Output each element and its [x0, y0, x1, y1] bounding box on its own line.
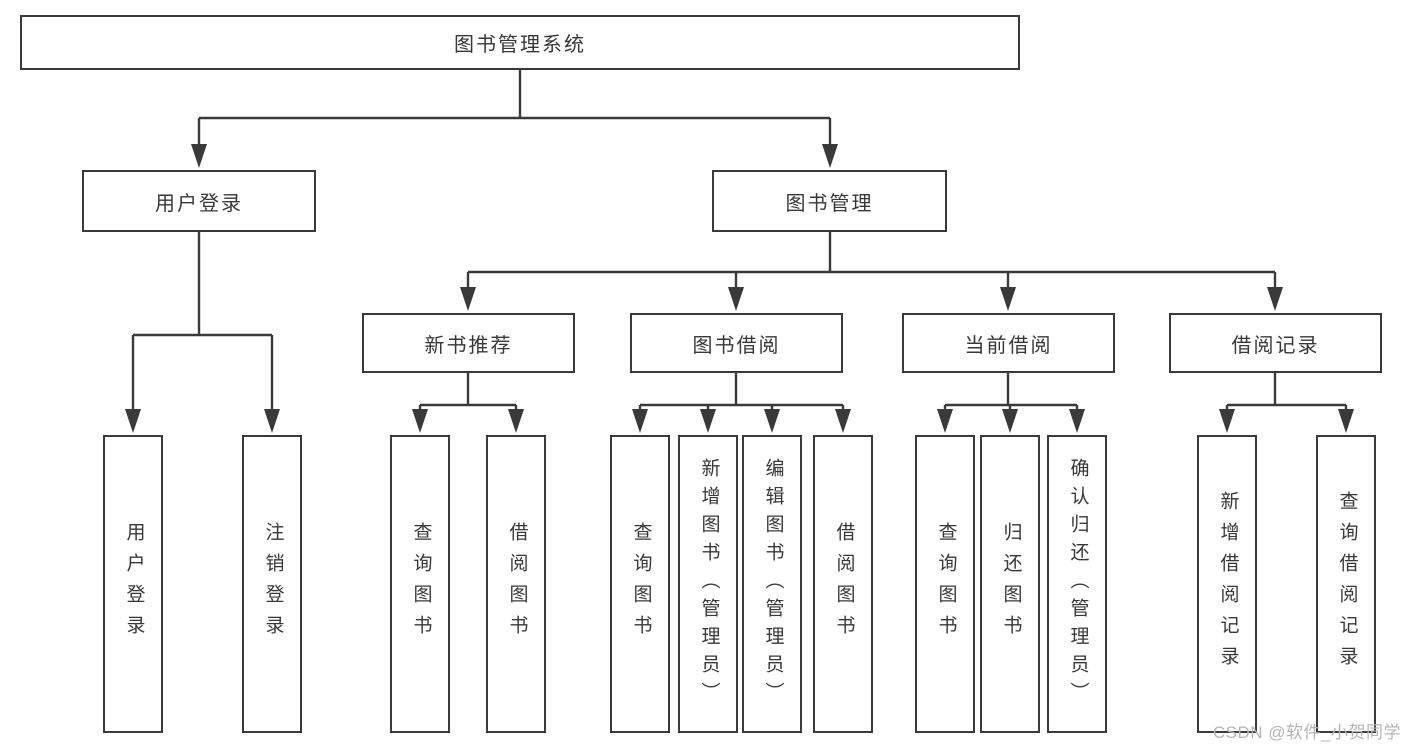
- arrowhead: [728, 287, 744, 311]
- leaf-records-query-record: 查询借阅记录: [1316, 435, 1376, 733]
- arrowhead: [1002, 409, 1018, 433]
- leaf-newbooks-query-books: 查询图书: [390, 435, 450, 733]
- node-label: 图书借阅: [692, 334, 781, 357]
- node-label: 用户登录: [155, 192, 243, 215]
- node-current-borrowing: 当前借阅: [902, 313, 1115, 373]
- leaf-label: 注销登录: [262, 522, 284, 646]
- connector: [131, 70, 1348, 411]
- node-book-borrowing: 图书借阅: [630, 313, 843, 373]
- node-label: 当前借阅: [964, 334, 1053, 357]
- leaf-label: 查询借阅记录: [1336, 491, 1358, 677]
- arrowhead: [764, 409, 780, 433]
- leaf-label: 借阅图书: [833, 522, 855, 646]
- arrowhead: [632, 409, 648, 433]
- arrowhead: [460, 287, 476, 311]
- arrowhead: [412, 409, 428, 433]
- arrowhead: [822, 144, 838, 168]
- leaf-label: 确认归还（管理员）: [1067, 458, 1089, 710]
- leaf-label: 编辑图书（管理员）: [762, 458, 784, 710]
- csdn-watermark: CSDN @软件_小贺同学: [1212, 723, 1401, 742]
- arrowhead: [700, 409, 716, 433]
- leaf-label: 用户登录: [123, 522, 145, 646]
- node-label: 图书管理系统: [454, 34, 586, 56]
- node-new-book-recommend: 新书推荐: [362, 313, 575, 373]
- leaf-borrow-edit-books-admin: 编辑图书（管理员）: [742, 435, 802, 733]
- leaf-label: 新增图书（管理员）: [698, 458, 720, 710]
- leaf-records-add-record: 新增借阅记录: [1197, 435, 1257, 733]
- leaf-label: 归还图书: [1000, 522, 1022, 646]
- arrowhead: [1000, 287, 1016, 311]
- arrowhead: [937, 409, 953, 433]
- arrowhead: [191, 144, 207, 168]
- node-label: 新书推荐: [424, 334, 513, 357]
- node-label: 借阅记录: [1231, 334, 1320, 357]
- arrowhead: [125, 409, 141, 433]
- leaf-user-login: 用户登录: [103, 435, 163, 733]
- arrowhead: [835, 409, 851, 433]
- leaf-borrow-add-books-admin: 新增图书（管理员）: [678, 435, 738, 733]
- arrowhead: [508, 409, 524, 433]
- arrowhead: [264, 409, 280, 433]
- node-root-system: 图书管理系统: [20, 15, 1020, 70]
- arrowhead: [1338, 409, 1354, 433]
- leaf-label: 查询图书: [410, 522, 432, 646]
- arrowhead: [1069, 409, 1085, 433]
- leaf-logout: 注销登录: [242, 435, 302, 733]
- node-user-login: 用户登录: [82, 170, 316, 232]
- leaf-label: 新增借阅记录: [1217, 491, 1239, 677]
- leaf-borrow-borrow-books: 借阅图书: [813, 435, 873, 733]
- leaf-newbooks-borrow-books: 借阅图书: [486, 435, 546, 733]
- node-borrow-records: 借阅记录: [1169, 313, 1382, 373]
- arrowhead: [1219, 409, 1235, 433]
- arrowhead: [1267, 287, 1283, 311]
- node-label: 图书管理: [785, 192, 874, 215]
- leaf-label: 借阅图书: [506, 522, 528, 646]
- leaf-label: 查询图书: [935, 522, 957, 646]
- leaf-borrow-query-books: 查询图书: [610, 435, 670, 733]
- leaf-current-confirm-return-admin: 确认归还（管理员）: [1047, 435, 1107, 733]
- leaf-current-query-books: 查询图书: [915, 435, 975, 733]
- leaf-label: 查询图书: [630, 522, 652, 646]
- node-book-management: 图书管理: [712, 170, 947, 232]
- leaf-current-return-books: 归还图书: [980, 435, 1040, 733]
